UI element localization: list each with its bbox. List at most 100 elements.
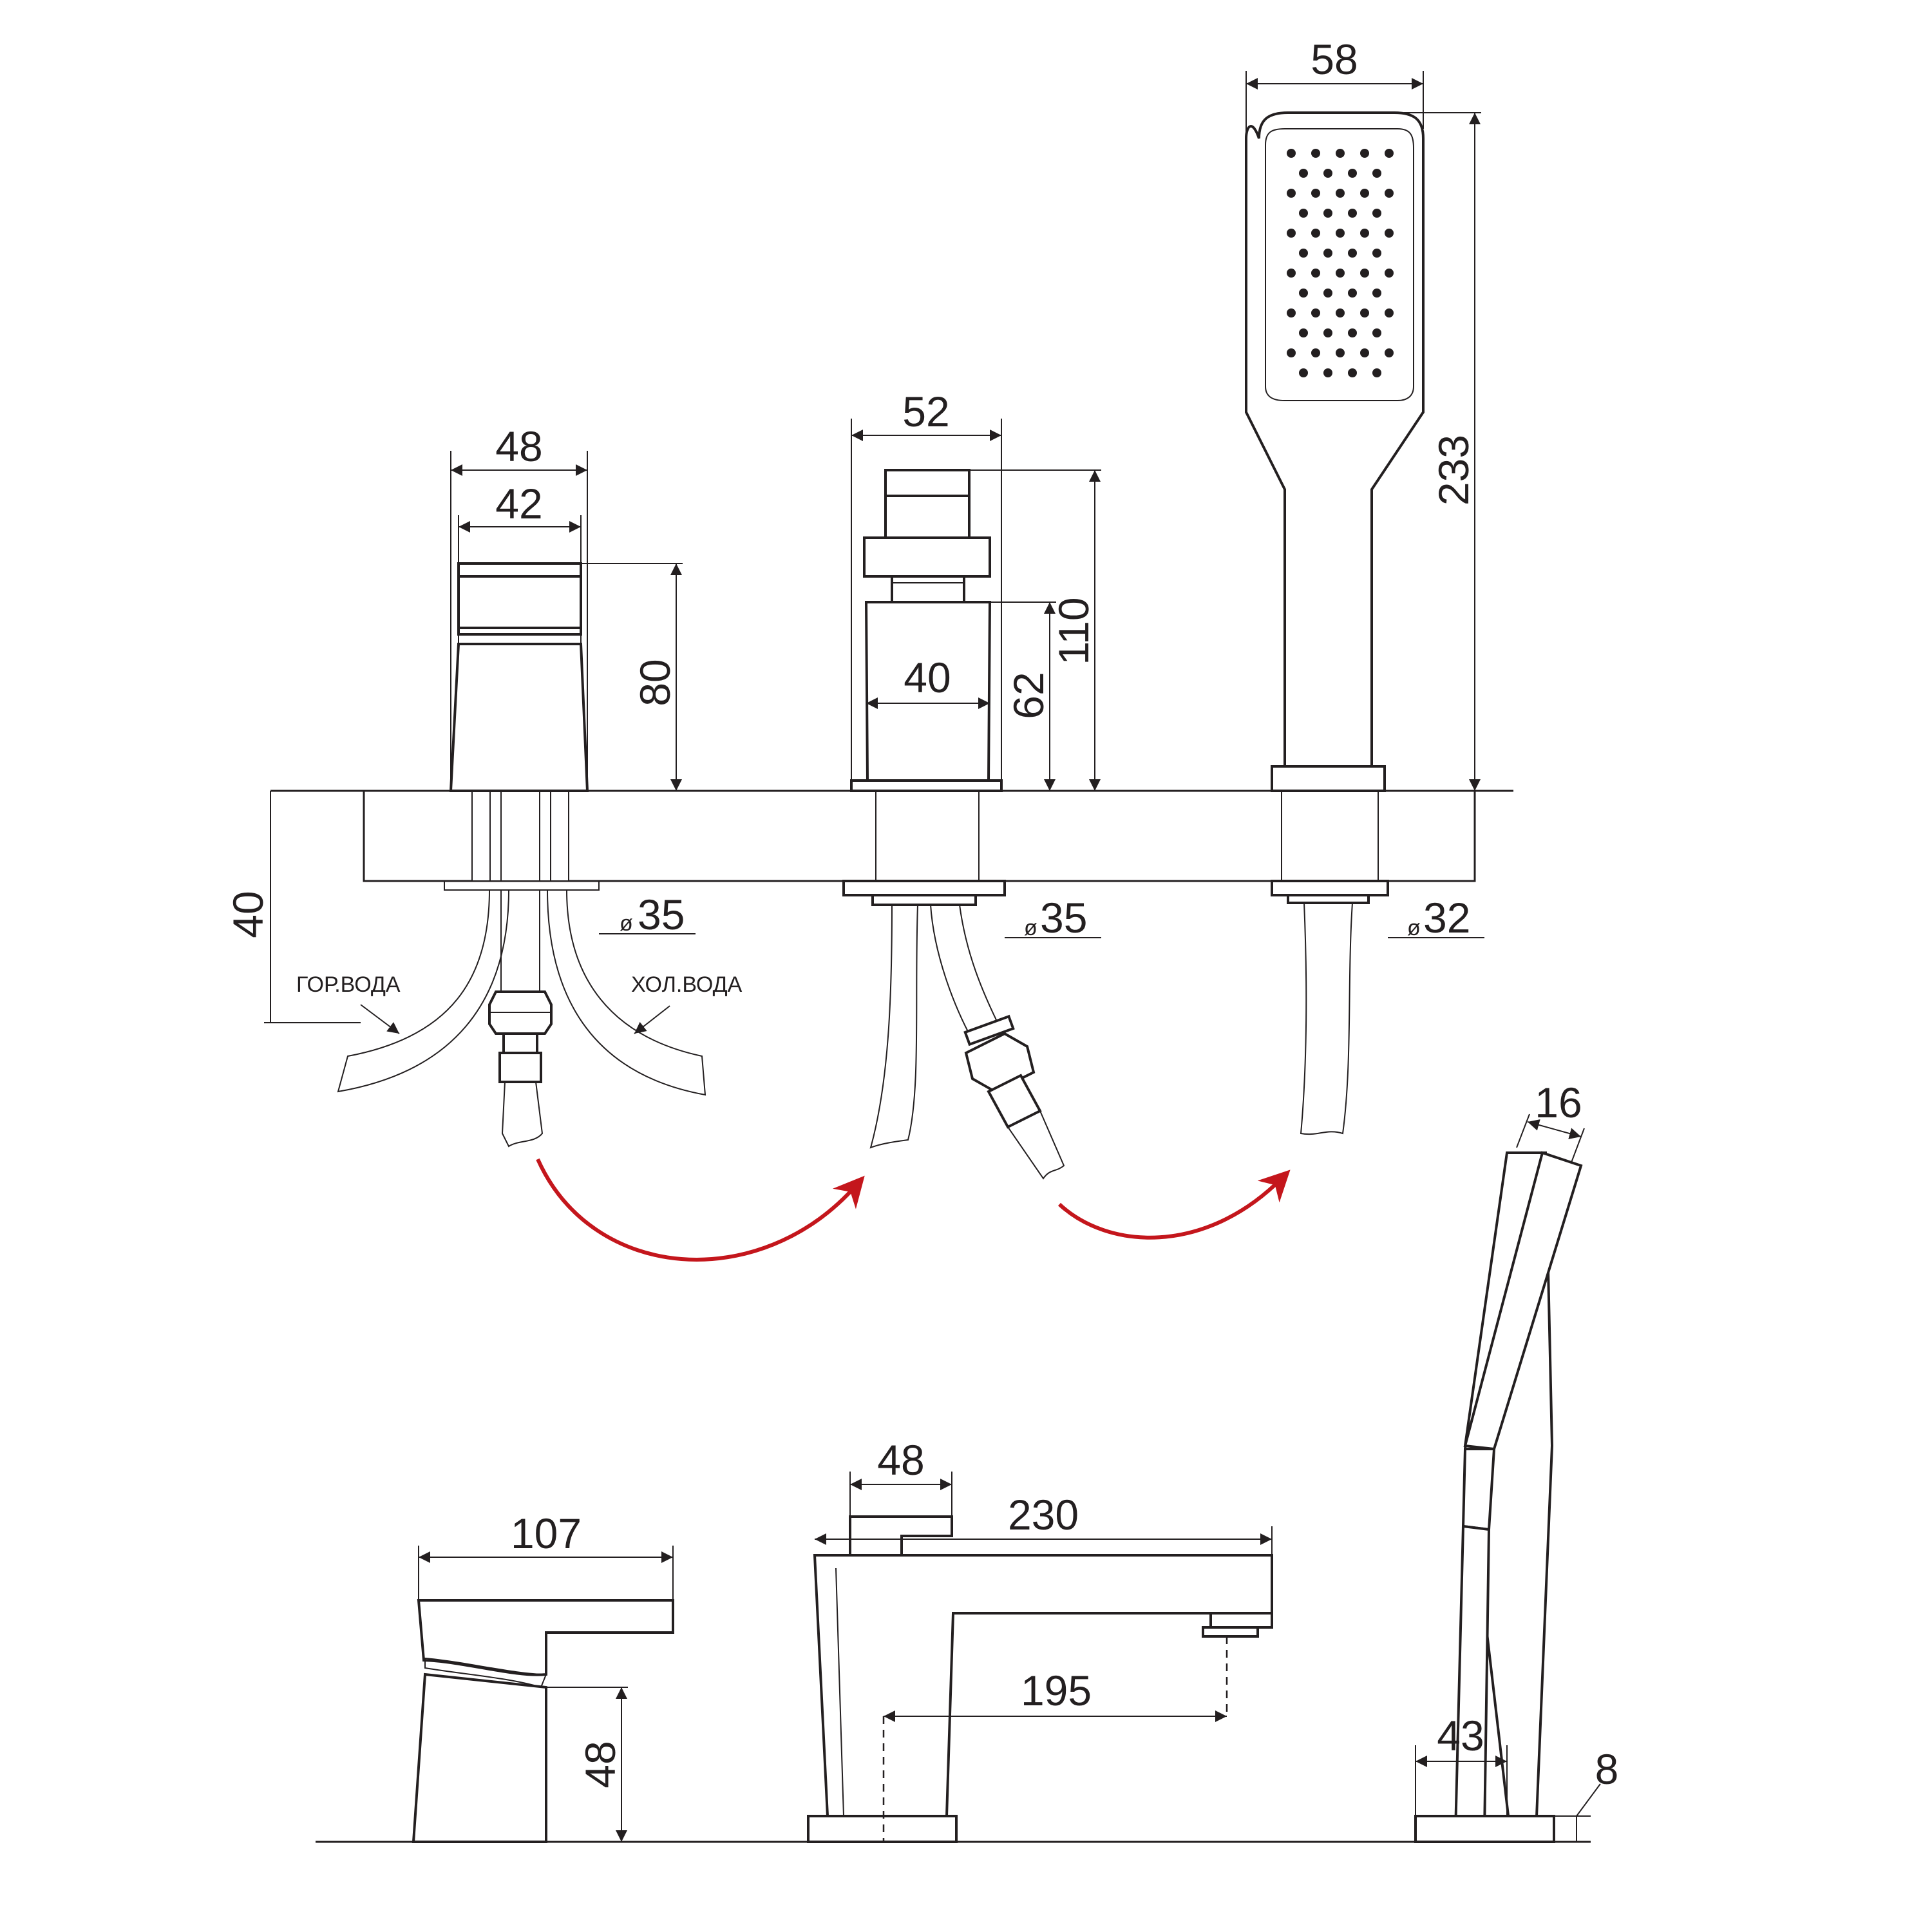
- shower-nozzle: [1372, 328, 1381, 337]
- shower-nozzle: [1360, 229, 1369, 238]
- dim-mixer-height: 80: [581, 563, 683, 791]
- shower-nozzle: [1287, 149, 1296, 158]
- svg-text:ø: ø: [620, 911, 633, 936]
- dim-hole-shower: ø 32: [1388, 894, 1484, 942]
- dim-mixer-side-height: 48: [546, 1687, 628, 1842]
- dim-shower-base-height: 8: [1554, 1745, 1618, 1842]
- shower-nozzle: [1385, 269, 1394, 278]
- shower-nozzle: [1360, 189, 1369, 198]
- dim-label: 43: [1437, 1712, 1484, 1759]
- dim-label: 8: [1595, 1745, 1619, 1793]
- shower-nozzle: [1287, 229, 1296, 238]
- shower-nozzle: [1372, 209, 1381, 218]
- shower-nozzle: [1336, 308, 1345, 317]
- shower-nozzle: [1323, 289, 1332, 298]
- dim-spout-outlet-reach: 195: [884, 1667, 1227, 1722]
- flow-arrow-mixer-to-spout: [536, 1158, 865, 1262]
- shower-nozzle: [1323, 368, 1332, 377]
- dim-spout-reach: 230: [815, 1491, 1273, 1555]
- dim-shower-base-width: 43: [1416, 1712, 1507, 1767]
- shower-nozzle: [1336, 269, 1345, 278]
- deck-section: [270, 790, 1513, 882]
- mixer-hoses: [337, 889, 706, 1148]
- dim-shower-side-thickness: 16: [1516, 1079, 1585, 1163]
- dim-label: 42: [495, 480, 542, 527]
- shower-nozzle: [1299, 209, 1308, 218]
- hot-water-label: ГОР.ВОДА: [296, 972, 401, 1034]
- dim-label: 35: [638, 891, 685, 938]
- shower-nozzle: [1287, 189, 1296, 198]
- dim-label: 195: [1021, 1667, 1092, 1714]
- shower-nozzle: [1299, 328, 1308, 337]
- shower-nozzle-grid: [1287, 149, 1394, 377]
- dim-shower-head-width: 58: [1245, 35, 1424, 193]
- svg-text:ø: ø: [1407, 916, 1421, 940]
- shower-nozzle: [1299, 169, 1308, 178]
- shower-nozzle: [1311, 308, 1320, 317]
- shower-nozzle: [1348, 368, 1357, 377]
- shower-nozzle: [1311, 348, 1320, 357]
- shower-nozzle: [1348, 249, 1357, 258]
- dim-mixer-width-inner: 42: [458, 480, 582, 567]
- dim-label: 35: [1040, 894, 1087, 942]
- spout-hoses: [869, 904, 1065, 1180]
- dim-mixer-side-depth: 107: [418, 1510, 674, 1600]
- dim-label: 16: [1535, 1079, 1582, 1126]
- shower-nozzle: [1323, 169, 1332, 178]
- shower-nozzle: [1348, 169, 1357, 178]
- dim-label: 230: [1008, 1491, 1079, 1539]
- dim-spout-width: 52: [851, 388, 1002, 781]
- shower-nozzle: [1372, 289, 1381, 298]
- shower-nozzle: [1385, 229, 1394, 238]
- shower-nozzle: [1348, 209, 1357, 218]
- shower-nozzle: [1299, 368, 1308, 377]
- dim-label: 40: [224, 891, 272, 938]
- dim-label: 233: [1430, 435, 1477, 506]
- dim-label: 40: [904, 654, 951, 701]
- shower-nozzle: [1360, 149, 1369, 158]
- shower-nozzle: [1336, 189, 1345, 198]
- svg-text:ГОР.ВОДА: ГОР.ВОДА: [296, 972, 401, 997]
- shower-nozzle: [1372, 368, 1381, 377]
- shower-nozzle: [1336, 348, 1345, 357]
- dim-deck-thickness: 40: [224, 791, 361, 1023]
- dim-label: 110: [1050, 597, 1097, 665]
- shower-nozzle: [1311, 149, 1320, 158]
- svg-text:ø: ø: [1024, 916, 1037, 940]
- dim-spout-outlet-height: 62: [964, 601, 1056, 791]
- dim-label: 48: [576, 1741, 624, 1788]
- shower-nozzle: [1287, 348, 1296, 357]
- cold-water-label: ХОЛ.ВОДА: [631, 972, 743, 1034]
- shower-nozzle: [1311, 229, 1320, 238]
- shower-nozzle: [1323, 328, 1332, 337]
- shower-nozzle: [1385, 149, 1394, 158]
- dim-label: 80: [631, 659, 679, 706]
- shower-nozzle: [1385, 348, 1394, 357]
- svg-text:ХОЛ.ВОДА: ХОЛ.ВОДА: [631, 972, 743, 997]
- shower-nozzle: [1299, 289, 1308, 298]
- hand-shower-front-view: [1245, 111, 1425, 1135]
- shower-nozzle: [1311, 269, 1320, 278]
- dim-hole-mixer: ø 35: [599, 891, 696, 938]
- dim-hole-spout: ø 35: [1005, 894, 1101, 942]
- dim-label: 107: [511, 1510, 582, 1557]
- shower-nozzle: [1372, 169, 1381, 178]
- shower-nozzle: [1323, 209, 1332, 218]
- flow-arrow-spout-to-shower: [1057, 1170, 1291, 1240]
- shower-nozzle: [1348, 289, 1357, 298]
- shower-nozzle: [1299, 249, 1308, 258]
- mixer-front-view: [444, 562, 600, 891]
- dim-label: 58: [1311, 35, 1358, 83]
- dim-mixer-width-outer: 48: [450, 422, 588, 791]
- shower-nozzle: [1311, 189, 1320, 198]
- shower-nozzle: [1336, 229, 1345, 238]
- shower-nozzle: [1336, 149, 1345, 158]
- dim-spout-height: 110: [969, 469, 1101, 791]
- shower-nozzle: [1323, 249, 1332, 258]
- dim-spout-side-handle-width: 48: [849, 1436, 952, 1517]
- dim-label: 62: [1005, 672, 1052, 719]
- shower-nozzle: [1287, 308, 1296, 317]
- shower-nozzle: [1360, 348, 1369, 357]
- spout-front-view: [842, 469, 1006, 906]
